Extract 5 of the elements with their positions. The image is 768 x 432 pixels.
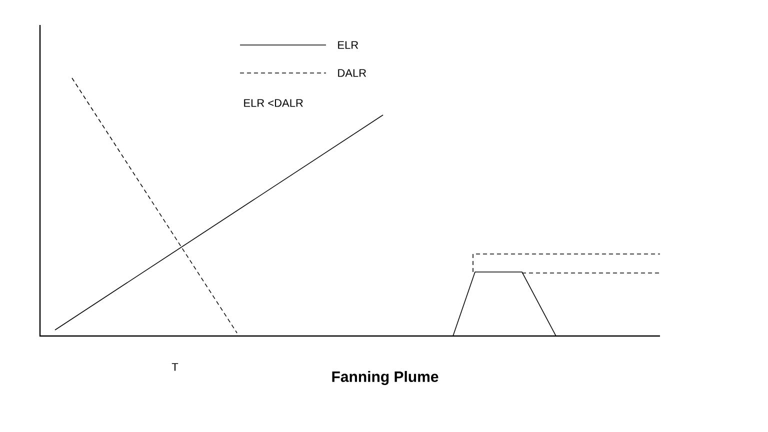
axis-label: T xyxy=(172,363,178,371)
diagram-title: Fanning Plume xyxy=(332,370,438,386)
legend-label: DALR xyxy=(338,69,366,77)
condition-note: ELR <DALR xyxy=(244,99,303,107)
legend-label: ELR xyxy=(338,41,358,49)
